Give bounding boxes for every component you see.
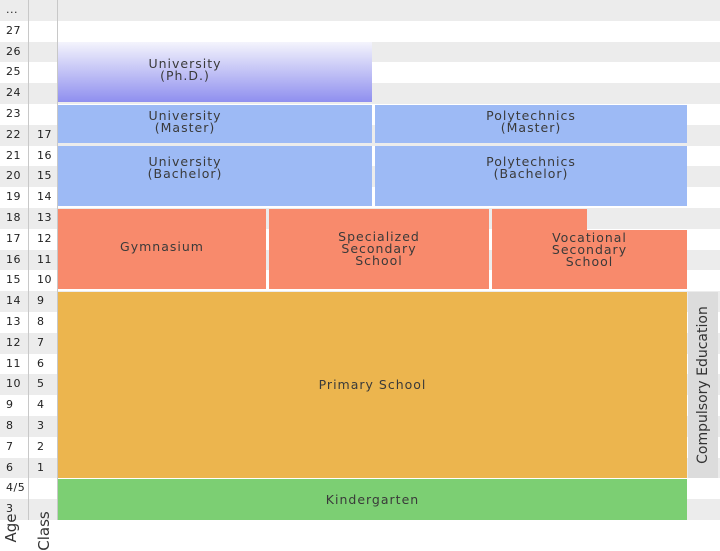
age-axis-label: Age bbox=[2, 513, 20, 543]
class-label: 16 bbox=[37, 148, 52, 162]
class-label: 15 bbox=[37, 169, 52, 183]
age-label: 7 bbox=[6, 439, 14, 453]
class-label: 13 bbox=[37, 211, 52, 224]
age-label: ... bbox=[6, 3, 18, 16]
block-poly-bachelor: Polytechnics (Bachelor) bbox=[375, 146, 687, 206]
age-label: 22 bbox=[6, 127, 21, 141]
age-label: 24 bbox=[6, 86, 21, 100]
class-label: 6 bbox=[37, 356, 45, 370]
age-label: 20 bbox=[6, 169, 21, 183]
age-label: 12 bbox=[6, 335, 21, 349]
block-uni-master: University (Master) bbox=[58, 105, 372, 143]
age-label: 27 bbox=[6, 23, 21, 37]
block-uni-bachelor: University (Bachelor) bbox=[58, 146, 372, 206]
age-label: 23 bbox=[6, 107, 21, 120]
block-gymnasium: Gymnasium bbox=[58, 209, 266, 289]
compulsory-education-bar bbox=[688, 292, 718, 478]
age-label: 4/5 bbox=[6, 481, 26, 495]
compulsory-education-label: Compulsory Education bbox=[695, 306, 711, 464]
age-label: 3 bbox=[6, 502, 14, 516]
block-label-gymnasium: Gymnasium bbox=[120, 239, 204, 254]
block-label-kindergarten: Kindergarten bbox=[325, 491, 420, 507]
grid-row bbox=[0, 0, 720, 21]
age-label: 13 bbox=[6, 315, 21, 328]
class-label: 4 bbox=[37, 398, 45, 412]
age-label: 17 bbox=[6, 231, 21, 245]
age-label: 8 bbox=[6, 419, 14, 432]
block-label-uni-bachelor: University (Bachelor) bbox=[147, 154, 223, 181]
age-label: 19 bbox=[6, 190, 21, 204]
block-primary: Primary School bbox=[58, 292, 687, 478]
class-label: 14 bbox=[37, 190, 52, 204]
class-column-separator bbox=[57, 0, 58, 520]
age-label: 16 bbox=[6, 252, 21, 266]
class-label: 7 bbox=[37, 335, 45, 349]
age-label: 14 bbox=[6, 294, 21, 308]
class-axis-label: Class bbox=[35, 511, 53, 551]
class-label: 3 bbox=[37, 419, 45, 432]
class-label: 11 bbox=[37, 252, 52, 266]
class-label: 10 bbox=[37, 273, 52, 287]
age-label: 10 bbox=[6, 377, 21, 391]
class-label: 2 bbox=[37, 439, 45, 453]
class-label: 12 bbox=[37, 231, 52, 245]
age-label: 15 bbox=[6, 273, 21, 287]
block-label-specialized: Specialized Secondary School bbox=[338, 229, 420, 268]
class-label: 1 bbox=[37, 460, 45, 474]
grid-row bbox=[0, 21, 720, 42]
age-label: 6 bbox=[6, 460, 14, 474]
block-label-primary: Primary School bbox=[318, 377, 427, 392]
block-label-vocational: Vocational Secondary School bbox=[551, 229, 628, 269]
age-label: 18 bbox=[6, 211, 21, 224]
age-label: 11 bbox=[6, 356, 21, 370]
block-vocational: Vocational Secondary School bbox=[492, 230, 687, 289]
block-kindergarten: Kindergarten bbox=[58, 479, 687, 520]
block-vocational-extension bbox=[492, 209, 587, 230]
class-label: 17 bbox=[37, 127, 52, 141]
age-label: 25 bbox=[6, 65, 21, 79]
age-label: 26 bbox=[6, 44, 21, 58]
block-label-uni-master: University (Master) bbox=[148, 108, 222, 135]
block-label-poly-bachelor: Polytechnics (Bachelor) bbox=[486, 154, 576, 181]
block-specialized: Specialized Secondary School bbox=[269, 209, 489, 289]
age-column-separator bbox=[28, 0, 29, 520]
block-label-phd: University (Ph.D.) bbox=[148, 56, 222, 83]
age-label: 21 bbox=[6, 148, 21, 162]
class-label: 9 bbox=[37, 294, 45, 308]
block-phd: University (Ph.D.) bbox=[58, 42, 372, 102]
class-label: 5 bbox=[37, 377, 45, 391]
age-label: 9 bbox=[6, 398, 14, 412]
class-label: 8 bbox=[37, 315, 45, 328]
block-label-poly-master: Polytechnics (Master) bbox=[486, 108, 576, 135]
block-poly-master: Polytechnics (Master) bbox=[375, 105, 687, 143]
